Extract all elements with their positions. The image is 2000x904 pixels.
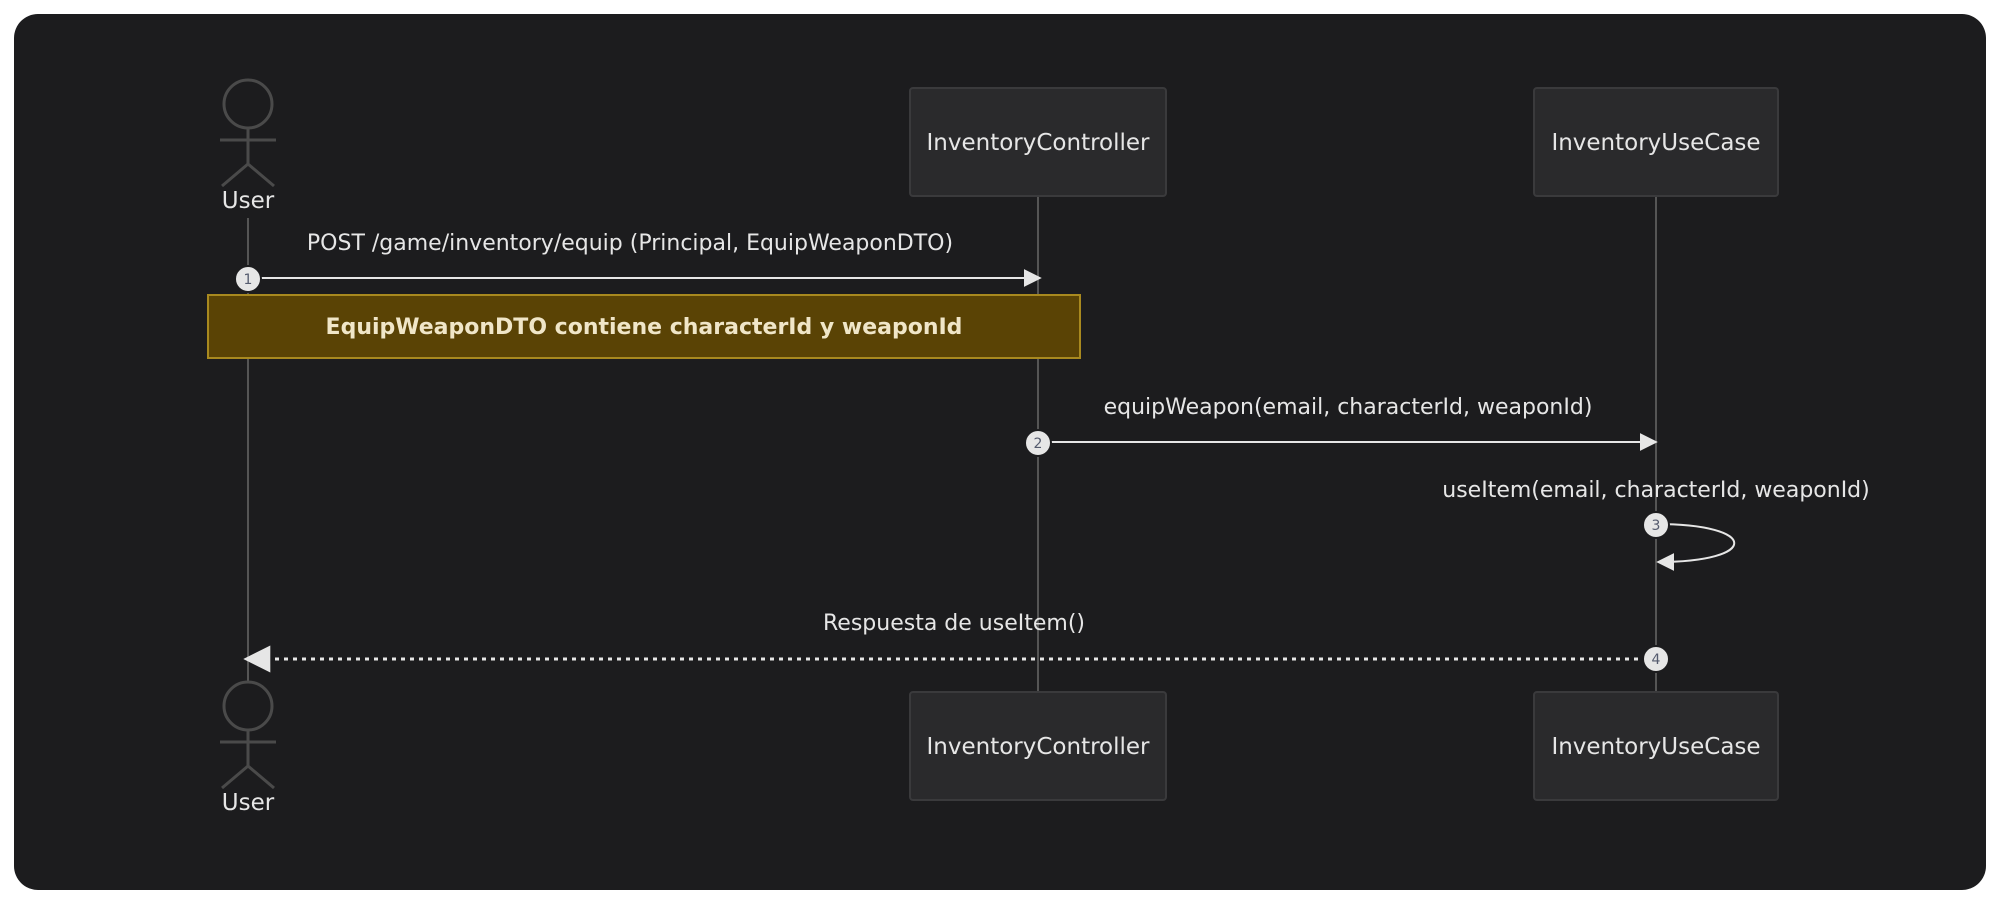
sequence-number-2: 2	[1034, 436, 1043, 452]
message-label-3: useItem(email, characterId, weaponId)	[1442, 478, 1869, 503]
participant-label-user-top: User	[222, 188, 275, 214]
participant-label-controller-bottom: InventoryController	[927, 734, 1151, 760]
participant-box-controller-top	[909, 87, 1167, 197]
actor-head-icon	[222, 78, 274, 130]
message-label-4: Respuesta de useItem()	[823, 611, 1085, 636]
sequence-number-1: 1	[244, 272, 253, 288]
participant-label-usecase-top: InventoryUseCase	[1551, 130, 1760, 156]
message-arrow-3	[1655, 523, 1736, 571]
message-label-2: equipWeapon(email, characterId, weaponId…	[1104, 395, 1593, 420]
participant-box-usecase-bottom	[1533, 691, 1779, 801]
participant-label-controller-top: InventoryController	[927, 130, 1151, 156]
participant-box-usecase-top	[1533, 87, 1779, 197]
sequence-badge-2	[1024, 429, 1052, 457]
actor-head-icon	[222, 680, 274, 732]
actor-user-top	[220, 78, 276, 188]
sequence-badge-3	[1642, 511, 1670, 539]
participant-label-usecase-bottom: InventoryUseCase	[1551, 734, 1760, 760]
sequence-number-4: 4	[1652, 652, 1661, 668]
sequence-number-3: 3	[1652, 518, 1661, 534]
note-text: EquipWeaponDTO contiene characterId y we…	[326, 315, 963, 340]
participant-label-user-bottom: User	[222, 790, 275, 816]
sequence-badge-1	[234, 265, 262, 293]
participant-box-controller-bottom	[909, 691, 1167, 801]
actor-user-bottom	[220, 680, 276, 790]
message-label-1: POST /game/inventory/equip (Principal, E…	[307, 231, 953, 256]
sequence-badge-4	[1642, 645, 1670, 673]
note-box	[207, 294, 1081, 359]
